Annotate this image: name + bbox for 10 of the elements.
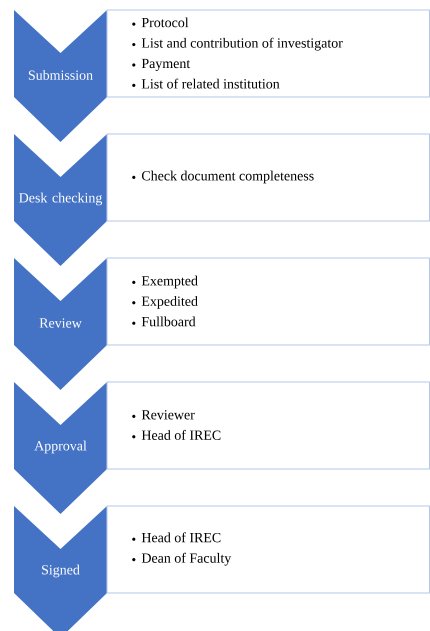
list-box: Head of IREC Dean of Faculty	[106, 506, 430, 594]
list-box: Reviewer Head of IREC	[106, 382, 430, 470]
chevron-step: Submission	[14, 10, 107, 142]
chevron-step: Signed	[14, 506, 107, 631]
chevron-step: Review	[14, 258, 107, 390]
list-box: Check document completeness	[106, 134, 430, 222]
chevron-step: Desk checking	[14, 134, 107, 266]
chevron-step: Approval	[14, 382, 107, 514]
list-box: Exempted Expedited Fullboard	[106, 258, 430, 346]
list-box: Protocol List and contribution of investigator Payment List of related institution	[106, 10, 430, 98]
